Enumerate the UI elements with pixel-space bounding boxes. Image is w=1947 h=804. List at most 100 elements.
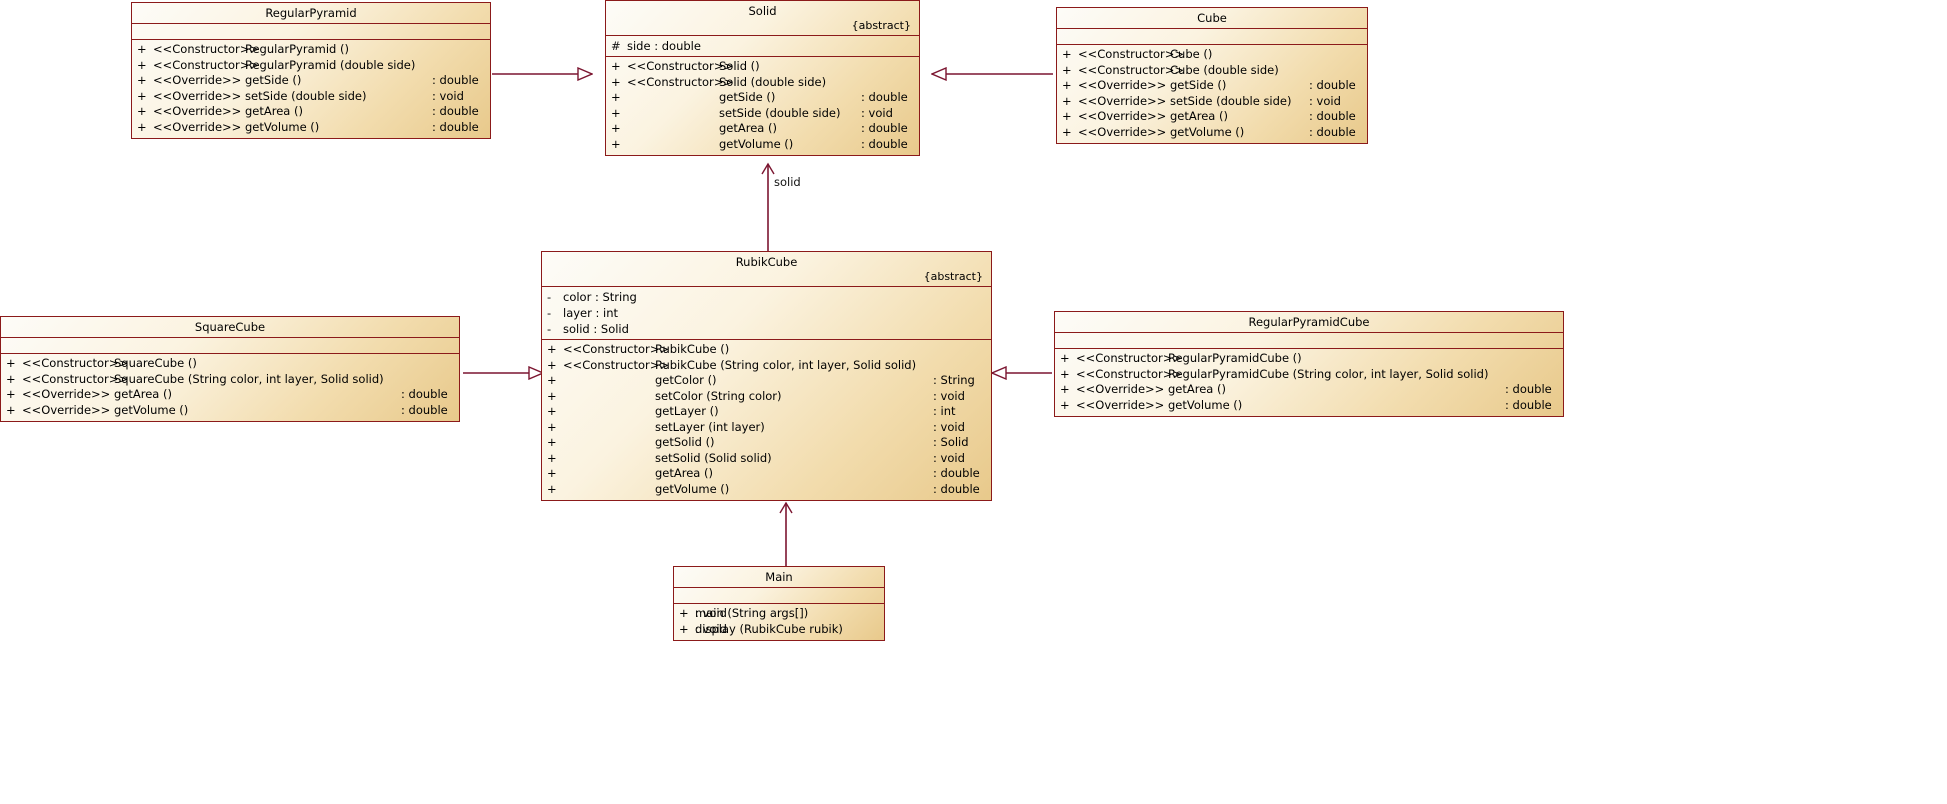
stereotype: <<Constructor>> bbox=[22, 356, 129, 370]
operation-row: + <<Constructor>> RubikCube () bbox=[542, 342, 991, 358]
signature: RubikCube () bbox=[655, 342, 730, 356]
stereotype: <<Constructor>> bbox=[1078, 47, 1185, 61]
class-operations-cube: + <<Constructor>> Cube () + <<Constructo… bbox=[1057, 44, 1367, 143]
signature: RegularPyramidCube () bbox=[1168, 351, 1302, 365]
operation-row: + <<Constructor>> RegularPyramid (double… bbox=[132, 58, 490, 74]
operation-row: + <<Constructor>> RubikCube (String colo… bbox=[542, 358, 991, 374]
stereotype: <<Constructor>> bbox=[1078, 62, 1185, 77]
attribute-row: - color : String bbox=[542, 289, 991, 305]
class-attributes-regularpyramidcube bbox=[1055, 332, 1563, 348]
visibility: + bbox=[547, 450, 557, 465]
stereotype: <<Override>> bbox=[153, 73, 242, 87]
stereotype: <<Override>> bbox=[153, 119, 242, 134]
return-type: : void bbox=[861, 105, 893, 120]
signature: Solid () bbox=[719, 59, 760, 73]
signature: Solid (double side) bbox=[719, 74, 827, 89]
operation-row: + getVolume () : double bbox=[606, 137, 919, 153]
visibility: + bbox=[547, 342, 557, 356]
operation-row: + setSide (double side) : void bbox=[606, 106, 919, 122]
operation-row: + <<Constructor>> Cube (double side) bbox=[1057, 63, 1367, 79]
signature: SquareCube (String color, int layer, Sol… bbox=[114, 371, 384, 386]
class-box-rubikcube[interactable]: RubikCube {abstract} - color : String - … bbox=[541, 251, 992, 501]
class-box-solid[interactable]: Solid {abstract} # side : double + <<Con… bbox=[605, 0, 920, 156]
operation-row: + main (String args[]) : void bbox=[674, 606, 884, 622]
stereotype: <<Constructor>> bbox=[1076, 366, 1183, 381]
class-operations-regularpyramidcube: + <<Constructor>> RegularPyramidCube () … bbox=[1055, 348, 1563, 416]
stereotype: <<Override>> bbox=[1076, 382, 1165, 396]
signature: getArea () bbox=[114, 387, 172, 401]
class-attributes-squarecube bbox=[1, 337, 459, 353]
stereotype: <<Override>> bbox=[1078, 124, 1167, 139]
operation-row: + <<Override>> getVolume () : double bbox=[132, 120, 490, 136]
visibility: + bbox=[679, 621, 689, 636]
class-box-main[interactable]: Main + main (String args[]) : void + dis… bbox=[673, 566, 885, 641]
class-attributes-solid: # side : double bbox=[606, 35, 919, 56]
visibility: + bbox=[6, 371, 16, 386]
visibility: + bbox=[611, 59, 621, 73]
operation-row: + getArea () : double bbox=[542, 466, 991, 482]
visibility: + bbox=[547, 419, 557, 434]
operation-row: + <<Constructor>> SquareCube (String col… bbox=[1, 372, 459, 388]
operation-row: + setColor (String color) : void bbox=[542, 389, 991, 405]
class-box-squarecube[interactable]: SquareCube + <<Constructor>> SquareCube … bbox=[0, 316, 460, 422]
return-type: : double bbox=[1505, 397, 1552, 412]
visibility: + bbox=[137, 73, 147, 87]
visibility: + bbox=[611, 74, 621, 89]
visibility: # bbox=[611, 39, 621, 53]
stereotype: <<Override>> bbox=[153, 88, 242, 103]
class-box-cube[interactable]: Cube + <<Constructor>> Cube () + <<Const… bbox=[1056, 7, 1368, 144]
association-label-solid: solid bbox=[774, 175, 801, 189]
operation-row: + <<Constructor>> Solid () bbox=[606, 59, 919, 75]
return-type: : double bbox=[1309, 124, 1356, 139]
visibility: + bbox=[679, 606, 689, 620]
operation-row: + <<Constructor>> RegularPyramidCube (St… bbox=[1055, 367, 1563, 383]
class-name-main: Main bbox=[765, 570, 793, 584]
visibility: + bbox=[137, 57, 147, 72]
attribute-text: color : String bbox=[563, 290, 637, 304]
signature: setSide (double side) bbox=[719, 105, 841, 120]
return-type: : void bbox=[695, 621, 727, 636]
signature: getArea () bbox=[1170, 109, 1228, 123]
signature: getSide () bbox=[245, 73, 302, 87]
signature: getSide () bbox=[719, 90, 776, 104]
class-header-squarecube: SquareCube bbox=[1, 317, 459, 337]
stereotype: <<Override>> bbox=[1078, 109, 1167, 123]
operation-row: + getArea () : double bbox=[606, 121, 919, 137]
class-box-regularpyramidcube[interactable]: RegularPyramidCube + <<Constructor>> Reg… bbox=[1054, 311, 1564, 417]
class-name-rubikcube: RubikCube bbox=[735, 255, 798, 269]
visibility: + bbox=[611, 136, 621, 151]
class-operations-regularpyramid: + <<Constructor>> RegularPyramid () + <<… bbox=[132, 39, 490, 138]
class-box-regularpyramid[interactable]: RegularPyramid + <<Constructor>> Regular… bbox=[131, 2, 491, 139]
operation-row: + getSolid () : Solid bbox=[542, 435, 991, 451]
visibility: + bbox=[547, 388, 557, 403]
operation-row: + setLayer (int layer) : void bbox=[542, 420, 991, 436]
operation-row: + <<Override>> getArea () : double bbox=[132, 104, 490, 120]
signature: getVolume () bbox=[245, 119, 320, 134]
operation-row: + getVolume () : double bbox=[542, 482, 991, 498]
operation-row: + <<Override>> setSide (double side) : v… bbox=[132, 89, 490, 105]
signature: getArea () bbox=[655, 466, 713, 480]
signature: RubikCube (String color, int layer, Soli… bbox=[655, 357, 917, 372]
class-header-regularpyramid: RegularPyramid bbox=[132, 3, 490, 23]
signature: getVolume () bbox=[1170, 124, 1245, 139]
return-type: : void bbox=[1309, 93, 1341, 108]
return-type: : double bbox=[401, 387, 448, 401]
attribute-row: # side : double bbox=[606, 38, 919, 54]
visibility: + bbox=[611, 90, 621, 104]
visibility: + bbox=[1062, 124, 1072, 139]
stereotype: <<Override>> bbox=[1078, 78, 1167, 92]
return-type: : double bbox=[1505, 382, 1552, 396]
operation-row: + <<Constructor>> SquareCube () bbox=[1, 356, 459, 372]
class-stereotype-rubikcube: {abstract} bbox=[923, 270, 983, 283]
operation-row: + <<Override>> getArea () : double bbox=[1055, 382, 1563, 398]
class-name-solid: Solid bbox=[748, 4, 777, 18]
return-type: : void bbox=[933, 450, 965, 465]
visibility: + bbox=[6, 356, 16, 370]
class-header-regularpyramidcube: RegularPyramidCube bbox=[1055, 312, 1563, 332]
stereotype: <<Constructor>> bbox=[627, 74, 734, 89]
signature: Cube () bbox=[1170, 47, 1213, 61]
return-type: : double bbox=[861, 90, 908, 104]
signature: getVolume () bbox=[114, 402, 189, 417]
signature: setSide (double side) bbox=[245, 88, 367, 103]
